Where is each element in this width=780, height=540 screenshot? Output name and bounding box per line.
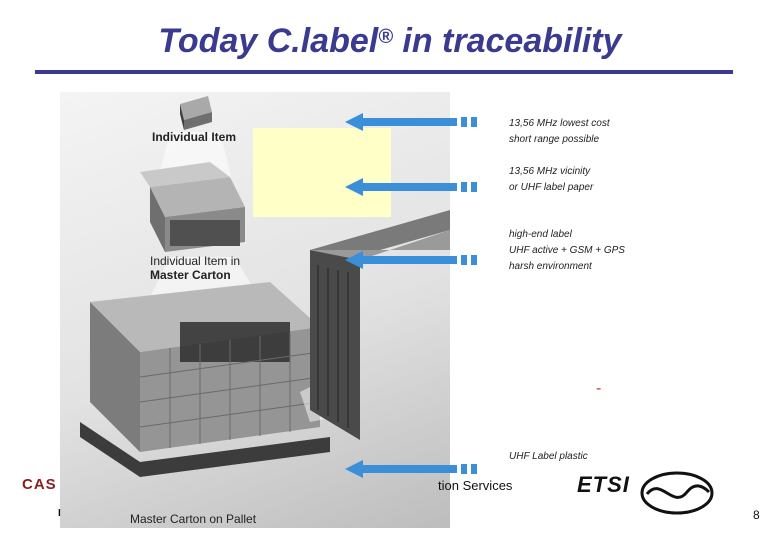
title-main: Today C.label [158, 22, 379, 60]
etsi-logo: ETSI [577, 470, 717, 518]
note-vicinity: 13,56 MHz vicinity or UHF label paper [509, 164, 593, 196]
title-underline [35, 70, 733, 74]
cas-small-text: I [58, 508, 61, 519]
title-registered-mark: ® [378, 26, 393, 48]
arrow-left-icon [345, 251, 477, 269]
pallet-stack-icon [80, 282, 330, 477]
label-individual-in-master-line1: Individual Item in [150, 254, 241, 268]
note-line: 13,56 MHz lowest cost [509, 118, 610, 129]
title-tail: in traceability [392, 22, 622, 60]
master-carton-icon [140, 162, 245, 252]
cas-logo: CAS [22, 476, 57, 493]
note-low-cost: 13,56 MHz lowest cost short range possib… [509, 116, 610, 148]
slide-title: Today C.label® in traceability [0, 22, 780, 61]
arrow-left-icon [345, 460, 477, 478]
note-line: 13,56 MHz vicinity [509, 166, 591, 177]
red-dash-marker: - [596, 380, 602, 397]
label-master-on-pallet: Master Carton on Pallet [130, 512, 257, 526]
note-plastic: UHF Label plastic [509, 449, 588, 465]
note-high-end: high-end label UHF active + GSM + GPS ha… [509, 227, 625, 275]
etsi-wave-icon [640, 471, 714, 515]
footer-services-text: tion Services [438, 478, 513, 493]
note-line: harsh environment [509, 261, 592, 272]
arrow-left-icon [345, 178, 477, 196]
label-individual-item: Individual Item [152, 130, 237, 144]
note-line: high-end label [509, 229, 572, 240]
shipping-container-icon [310, 210, 450, 440]
label-individual-in-master: Individual Item in Master Carton [150, 254, 240, 282]
highlight-box [253, 128, 391, 217]
note-line: or UHF label paper [509, 182, 594, 193]
arrow-left-icon [345, 113, 477, 131]
illustration-drawing [80, 96, 360, 477]
note-line: UHF active + GSM + GPS [509, 245, 625, 256]
note-line: short range possible [509, 134, 600, 145]
page-number: 8 [753, 508, 760, 522]
label-individual-in-master-line2: Master Carton [150, 268, 231, 282]
note-line: UHF Label plastic [509, 451, 588, 462]
etsi-logo-text: ETSI [577, 472, 630, 497]
single-item-box-icon [180, 96, 212, 130]
